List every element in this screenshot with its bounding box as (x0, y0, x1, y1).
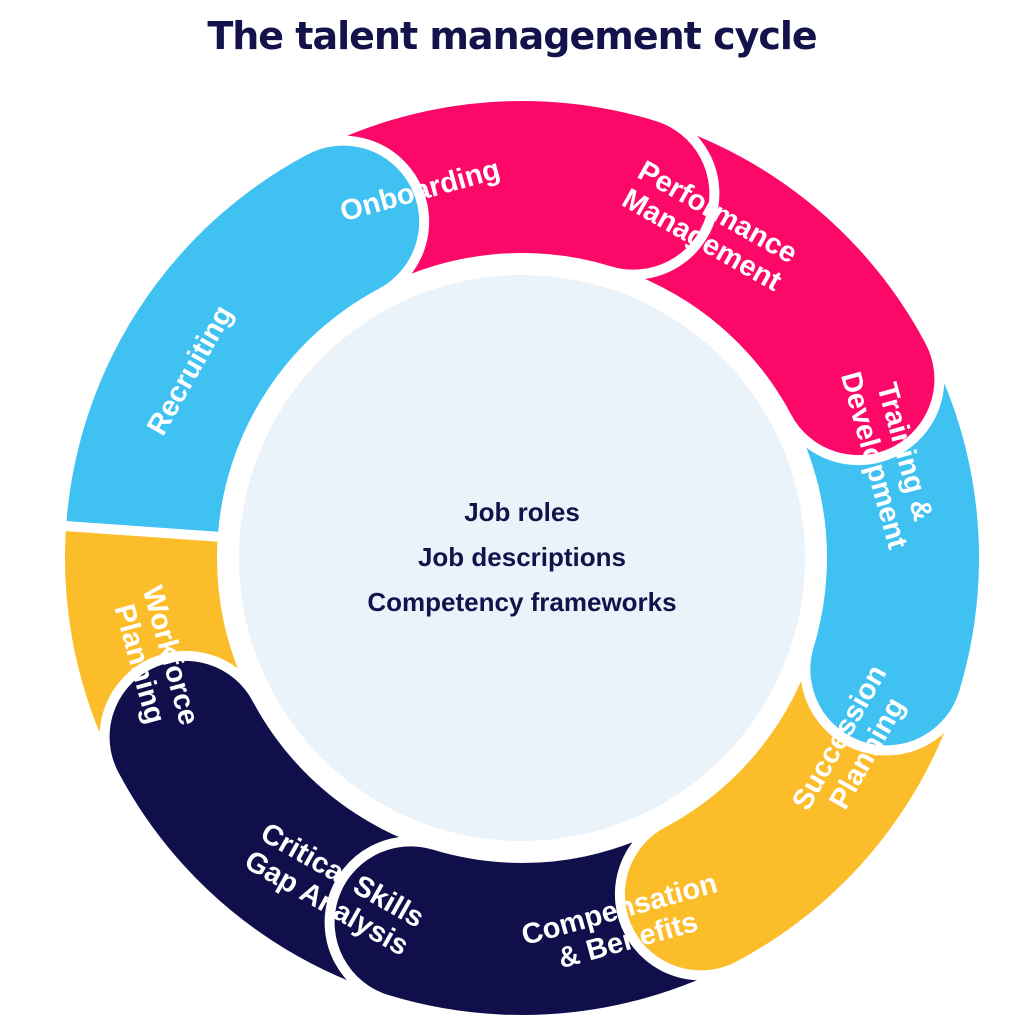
hub-text-line: Job roles (464, 497, 580, 527)
hub-text-line: Job descriptions (418, 542, 626, 572)
hub-text-line: Competency frameworks (367, 587, 676, 617)
segment-recruiting (56, 135, 430, 543)
diagram-title: The talent management cycle (207, 14, 817, 58)
center-hub (239, 275, 805, 841)
